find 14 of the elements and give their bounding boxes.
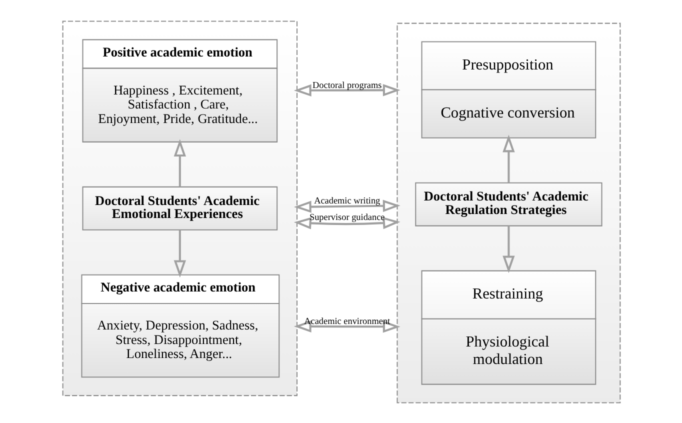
arrow — [502, 134, 514, 182]
edge-label: Academic writing — [314, 195, 380, 206]
arrow — [293, 320, 400, 332]
arrow — [293, 199, 400, 212]
arrow — [173, 138, 186, 186]
edge-label: Academic environment — [304, 316, 390, 326]
cluster — [396, 22, 620, 403]
arrow — [293, 216, 400, 229]
arrow — [173, 230, 186, 278]
cluster — [62, 20, 298, 396]
arrow — [502, 225, 514, 273]
arrow — [293, 84, 400, 96]
edge-label: Supervisor guidance — [308, 211, 384, 222]
edge-label: Doctoral programs — [312, 79, 382, 90]
